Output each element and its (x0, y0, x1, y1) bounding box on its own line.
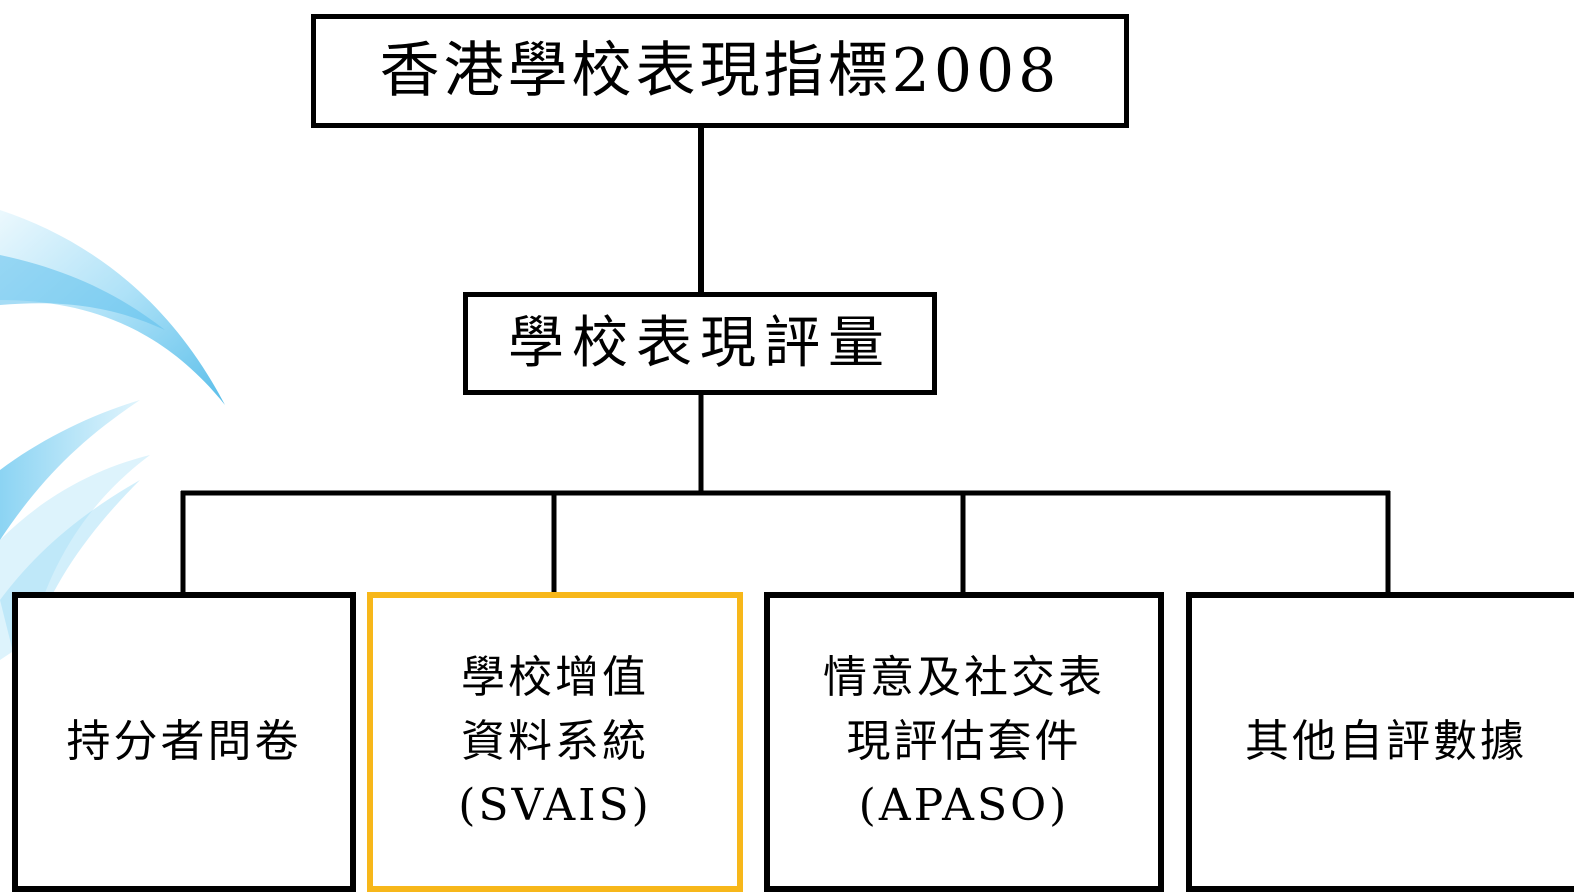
swoosh-middle (0, 400, 140, 540)
root-node: 香港學校表現指標2008 (311, 14, 1129, 128)
child-node-label: 持分者問卷 (66, 716, 302, 768)
child-node-svais: 學校增值 資料系統 (SVAIS) (367, 592, 743, 892)
child-node-other-self-evaluation-data: 其他自評數據 (1186, 592, 1574, 892)
child-node-label: 情意及社交表 現評估套件 (APASO) (823, 652, 1105, 831)
root-node-label: 香港學校表現指標2008 (379, 36, 1061, 106)
child-node-label: 其他自評數據 (1245, 716, 1527, 768)
child-node-apaso: 情意及社交表 現評估套件 (APASO) (764, 592, 1164, 892)
child-node-stakeholder-survey: 持分者問卷 (12, 592, 356, 892)
middle-node: 學校表現評量 (463, 292, 937, 395)
child-node-label: 學校增值 資料系統 (SVAIS) (458, 652, 652, 831)
swoosh-upper-inner (0, 255, 165, 330)
middle-node-label: 學校表現評量 (508, 310, 892, 376)
